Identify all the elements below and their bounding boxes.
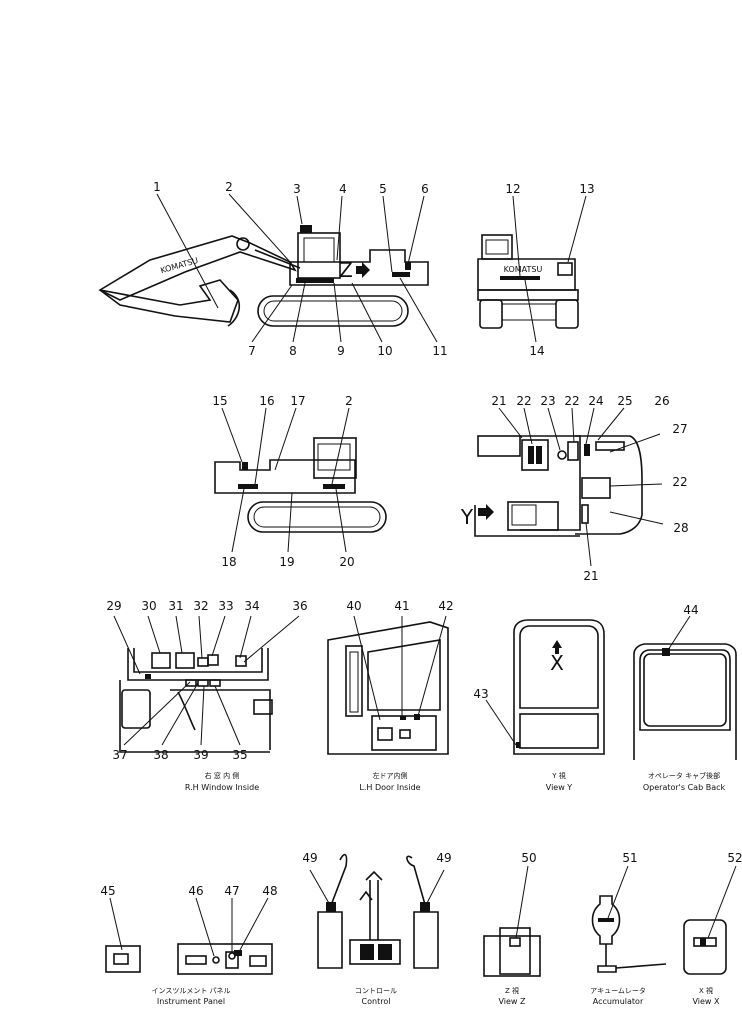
caption-view-x-en: View X	[692, 997, 720, 1006]
caption-accumulator-jp: アキュームレータ	[590, 986, 646, 995]
callout-14: 14	[529, 344, 544, 358]
callout-23: 23	[540, 394, 555, 408]
callout-7: 7	[248, 344, 256, 358]
callout-24: 24	[588, 394, 603, 408]
view-y-marker: Y	[460, 505, 474, 529]
caption-rh-window-en: R.H Window Inside	[185, 783, 259, 792]
callout-3: 3	[293, 182, 301, 196]
callout-26: 26	[654, 394, 669, 408]
excavator-left-view	[214, 407, 387, 553]
callout-42: 42	[438, 599, 453, 613]
caption-cab-back-jp: オペレータ キャブ後部	[648, 771, 720, 780]
view-y-door: X Y 視 View Y	[485, 619, 605, 792]
callout-22c: 22	[672, 475, 687, 489]
caption-rh-window-jp: 右 窓 内 側	[205, 771, 240, 780]
callout-19: 19	[279, 555, 294, 569]
callout-9: 9	[337, 344, 345, 358]
caption-cab-back-en: Operator's Cab Back	[643, 783, 726, 792]
callout-47: 47	[224, 884, 239, 898]
callout-33: 33	[218, 599, 233, 613]
excavator-rear-view: KOMATSU	[477, 195, 587, 343]
boom-brand-text: KOMATSU	[159, 256, 199, 275]
caption-view-z-jp: Z 視	[505, 986, 519, 995]
view-z-marker: Z	[339, 258, 353, 282]
caption-instrument-panel-jp: インスツルメント パネル	[151, 987, 230, 995]
callout-39: 39	[193, 748, 208, 762]
callout-43: 43	[473, 687, 488, 701]
view-z-view: Z 視 View Z	[483, 865, 541, 1006]
callout-52: 52	[727, 851, 742, 865]
callout-31: 31	[168, 599, 183, 613]
caption-control-jp: コントロール	[355, 987, 397, 995]
callout-35: 35	[232, 748, 247, 762]
callout-32: 32	[193, 599, 208, 613]
callout-17: 17	[290, 394, 305, 408]
callout-22b: 22	[564, 394, 579, 408]
callout-38: 38	[153, 748, 168, 762]
rh-window-inside-view: 右 窓 内 側 R.H Window Inside	[113, 615, 300, 792]
caption-lh-door-en: L.H Door Inside	[359, 783, 420, 792]
accumulator-view: アキュームレータ Accumulator	[590, 865, 667, 1006]
view-x-view: X 視 View X	[683, 865, 737, 1006]
caption-accumulator-en: Accumulator	[593, 997, 644, 1006]
callout-41: 41	[394, 599, 409, 613]
callout-45: 45	[100, 884, 115, 898]
caption-instrument-panel-en: Instrument Panel	[157, 997, 225, 1006]
callout-51: 51	[622, 851, 637, 865]
callout-10: 10	[377, 344, 392, 358]
callout-15: 15	[212, 394, 227, 408]
callout-6: 6	[421, 182, 429, 196]
control-view: コントロール Control	[309, 853, 445, 1006]
callout-44: 44	[683, 603, 698, 617]
rear-brand-text: KOMATSU	[504, 265, 543, 274]
caption-view-y-jp: Y 視	[551, 771, 566, 780]
callout-numbers: 1 2 3 4 5 6 7 8 9 10 11 12 13 14 15 16 1…	[100, 180, 742, 898]
callout-48: 48	[262, 884, 277, 898]
callout-25: 25	[617, 394, 632, 408]
caption-view-z-en: View Z	[498, 997, 526, 1006]
callout-20: 20	[339, 555, 354, 569]
callout-46: 46	[188, 884, 203, 898]
callout-50: 50	[521, 851, 536, 865]
callout-1: 1	[153, 180, 161, 194]
callout-29: 29	[106, 599, 121, 613]
caption-lh-door-jp: 左ドア内側	[373, 771, 408, 780]
cab-interior-top-view: Y	[460, 407, 664, 567]
callout-8: 8	[289, 344, 297, 358]
callout-11: 11	[432, 344, 447, 358]
callout-21: 21	[491, 394, 506, 408]
callout-16: 16	[259, 394, 274, 408]
callout-4: 4	[339, 182, 347, 196]
callout-13: 13	[579, 182, 594, 196]
callout-36: 36	[292, 599, 307, 613]
callout-28: 28	[673, 521, 688, 535]
callout-37: 37	[112, 748, 127, 762]
callout-2b: 2	[345, 394, 353, 408]
operator-cab-back-view: オペレータ キャブ後部 Operator's Cab Back	[633, 615, 737, 792]
view-x-marker: X	[550, 651, 564, 675]
callout-2: 2	[225, 180, 233, 194]
callout-12: 12	[505, 182, 520, 196]
callout-27: 27	[672, 422, 687, 436]
callout-22: 22	[516, 394, 531, 408]
instrument-panel-view: インスツルメント パネル Instrument Panel	[105, 897, 273, 1006]
callout-21b: 21	[583, 569, 598, 583]
caption-view-x-jp: X 視	[699, 986, 713, 995]
caption-control-en: Control	[362, 997, 391, 1006]
callout-49: 49	[302, 851, 317, 865]
callout-18: 18	[221, 555, 236, 569]
excavator-side-view: KOMATSU Z	[98, 193, 438, 343]
callout-49b: 49	[436, 851, 451, 865]
caption-view-y-en: View Y	[546, 783, 573, 792]
callout-30: 30	[141, 599, 156, 613]
lh-door-inside-view: 左ドア内側 L.H Door Inside	[327, 615, 449, 792]
callout-5: 5	[379, 182, 387, 196]
callout-40: 40	[346, 599, 361, 613]
callout-34: 34	[244, 599, 259, 613]
